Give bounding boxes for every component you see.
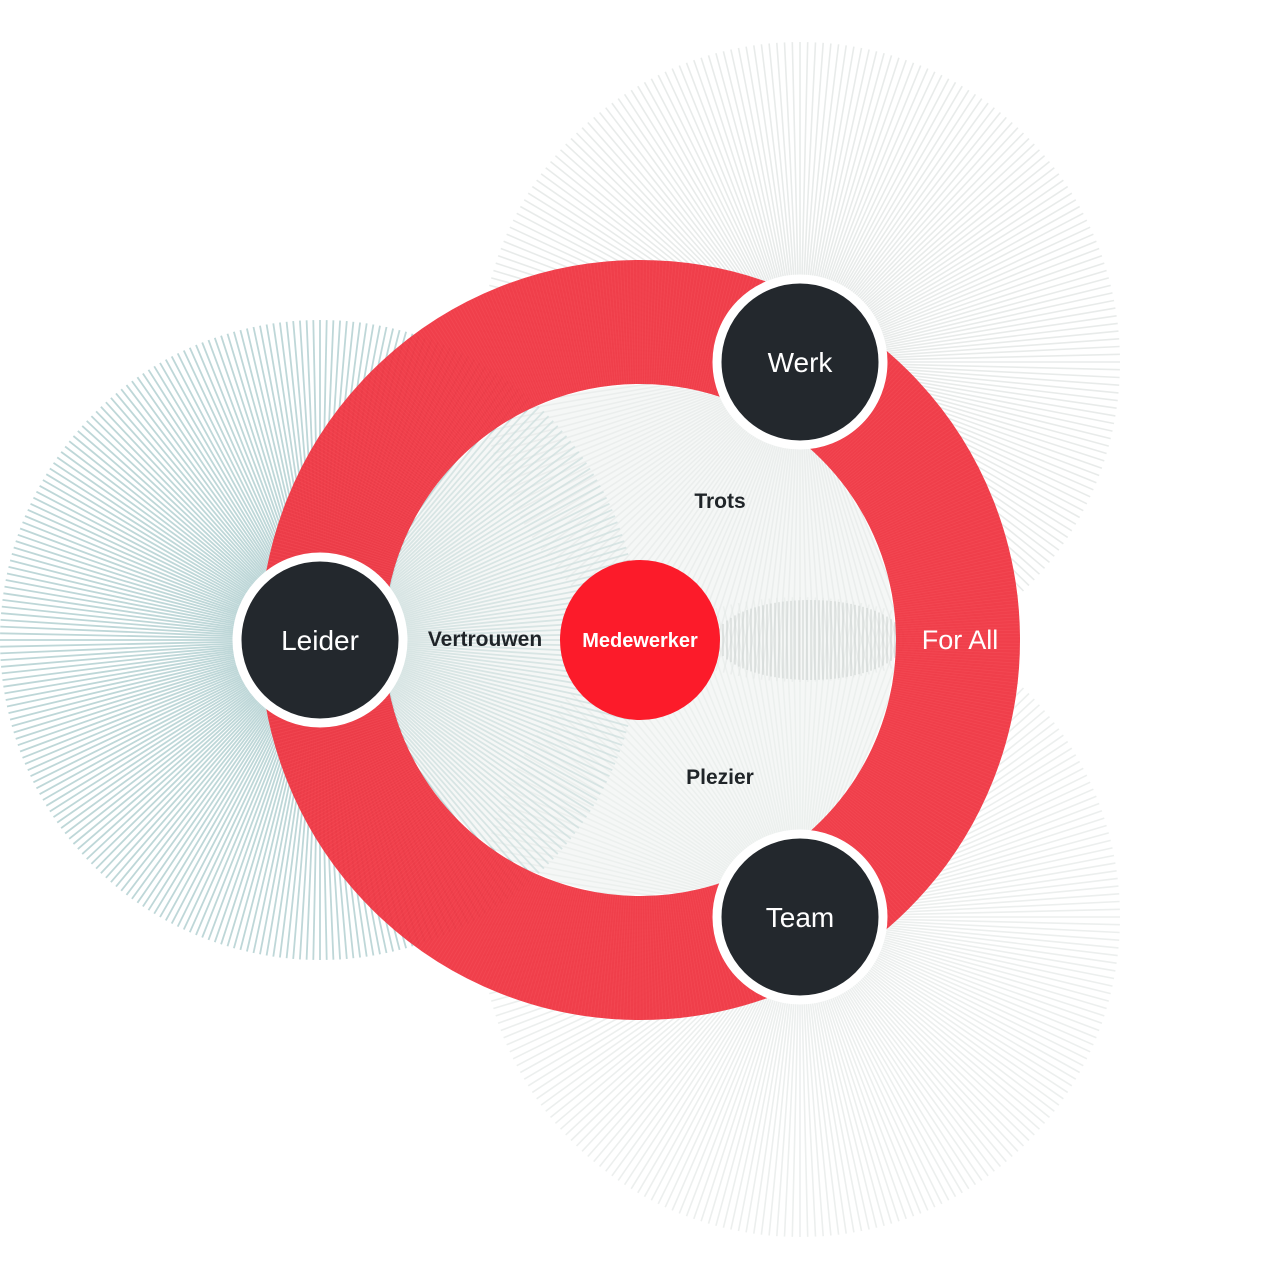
team-node-label: Team xyxy=(766,902,834,933)
label-vertrouwen: Vertrouwen xyxy=(428,628,542,651)
label-trots: Trots xyxy=(694,490,745,513)
label-plezier: Plezier xyxy=(686,766,754,789)
leider-node xyxy=(232,552,408,728)
team-node xyxy=(712,829,888,1005)
center-node xyxy=(560,560,720,720)
leider-node-label: Leider xyxy=(281,625,359,656)
werk-node xyxy=(712,274,888,450)
ring-label: For All xyxy=(922,625,999,655)
center-node-label: Medewerker xyxy=(582,630,698,652)
striped-band xyxy=(718,600,904,680)
werk-node-label: Werk xyxy=(768,347,834,378)
